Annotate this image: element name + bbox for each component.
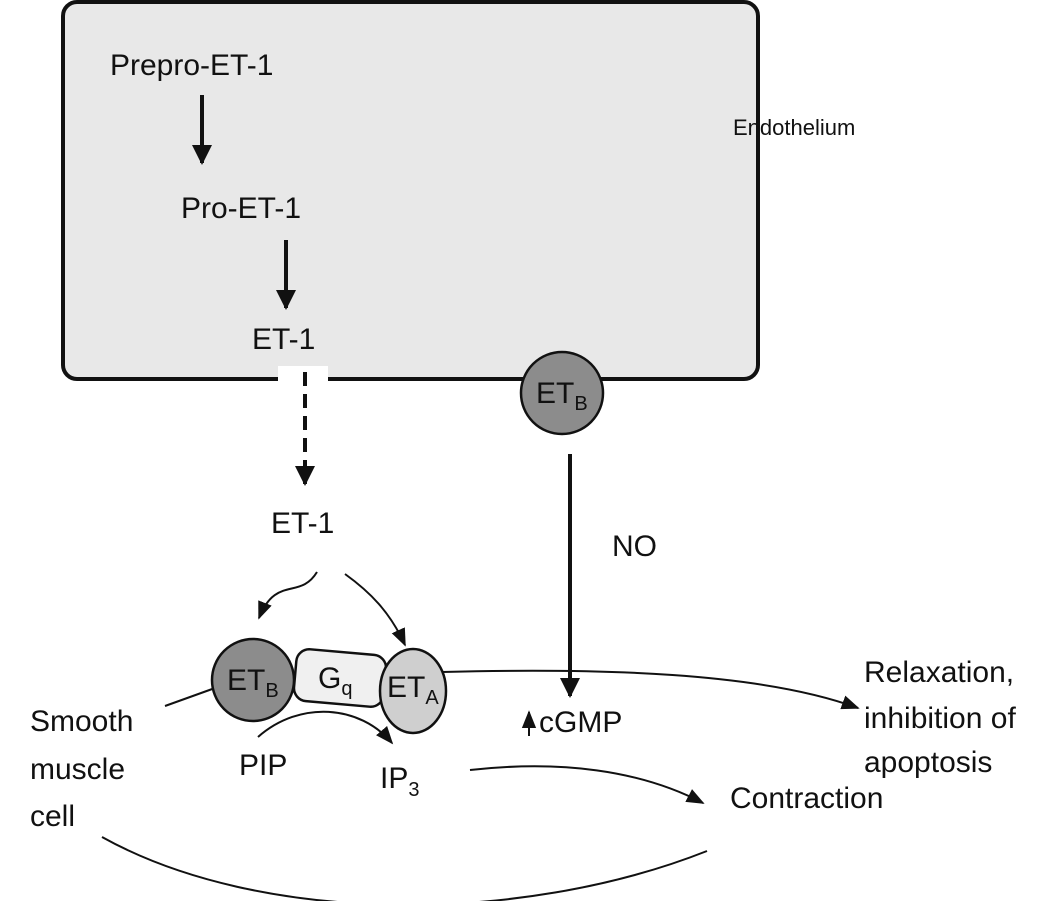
- et1-to-etb-arrow: [258, 571, 318, 620]
- smooth-muscle-line-3: cell: [30, 800, 75, 833]
- smooth-muscle-line-2: muscle: [30, 753, 125, 786]
- relaxation-line-2: inhibition of: [864, 702, 1016, 735]
- endothelium-label: Endothelium: [733, 115, 855, 140]
- ip3-to-contraction-arrow: [469, 765, 705, 804]
- pip-label: PIP: [239, 749, 287, 782]
- smooth-muscle-etb-main: ET: [227, 664, 265, 697]
- et1-to-eta-arrow: [344, 573, 406, 647]
- endothelium-cell: [61, 0, 760, 381]
- ip3-text: IP3: [380, 762, 419, 801]
- endothelial-etb-sub: B: [574, 393, 587, 415]
- relaxation-label: Relaxation, inhibition of apoptosis: [864, 656, 1024, 779]
- membrane-to-relaxation-arrow: [441, 669, 860, 710]
- smooth-muscle-etb-receptor: [210, 637, 296, 723]
- contraction-label: Contraction: [730, 782, 883, 815]
- pip-to-ip3-arrow: [257, 710, 394, 745]
- cell-bottom-curve: [101, 836, 708, 901]
- endothelial-etb-main: ET: [536, 377, 574, 410]
- no-label: NO: [612, 530, 657, 563]
- smooth-muscle-etb-sub: B: [265, 680, 278, 702]
- smooth-muscle-etb-text: ETB: [227, 664, 279, 702]
- cgmp-label: cGMP: [539, 706, 622, 739]
- step-et1-intracellular: ET-1: [252, 323, 315, 356]
- smooth-muscle-label: Smooth muscle cell: [30, 705, 142, 833]
- relaxation-line-1: Relaxation,: [864, 656, 1014, 689]
- endothelial-etb-text: ETB: [536, 377, 588, 415]
- step-prepro-et1: Prepro-ET-1: [110, 49, 273, 82]
- ip3-sub: 3: [408, 779, 419, 801]
- endothelial-etb-receptor: [519, 350, 605, 436]
- et1-released-label: ET-1: [271, 507, 334, 540]
- step-pro-et1: Pro-ET-1: [181, 192, 301, 225]
- gq-text: Gq: [318, 662, 352, 700]
- eta-receptor: [378, 647, 448, 735]
- eta-text: ETA: [387, 671, 439, 709]
- gq-main: G: [318, 662, 341, 695]
- ip3-main: IP: [380, 762, 408, 795]
- eta-sub: A: [425, 687, 439, 709]
- relaxation-line-3: apoptosis: [864, 746, 992, 779]
- gq-sub: q: [341, 678, 352, 700]
- smooth-muscle-membrane: [164, 687, 216, 707]
- smooth-muscle-line-1: Smooth: [30, 705, 133, 738]
- eta-main: ET: [387, 671, 425, 704]
